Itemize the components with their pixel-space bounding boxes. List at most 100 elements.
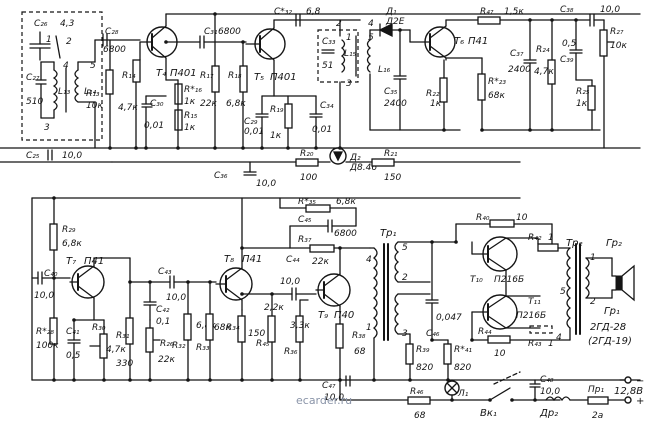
t6-value: П41 [468,36,488,47]
c41-label: C₄₁ [66,327,80,337]
c45-label: C₄₅ [298,215,312,225]
r13-resistor: R₁₃ 10к [86,39,114,149]
r47-value: 1,5к [504,7,524,17]
r27-potentiometer: R₂₇ 10к [599,19,627,149]
c48-capacitor: C₄₈ 10,0 [529,375,560,401]
r34-value: 150 [248,329,265,339]
c28-label: C₂₈ [105,27,119,37]
r42-value: 1 [548,233,554,243]
t4-label: T₄ [156,68,166,79]
if-transformer: C₃₃ 51 L₁₅ L₁₆ 2 4 1 3 5 [317,19,391,89]
r21-resistor: R₂₁ 150 [371,149,401,183]
r31-resistor: R₃₁ 330 [116,257,134,381]
r29-value: 6,8к [62,239,82,249]
r14-value: 4,7к [118,103,138,113]
r18-value: 6,8к [226,99,246,109]
r33-resistor: R₃₃ 68к [196,281,231,381]
r40-value: 10 [516,213,528,223]
r26-value: 22к [158,355,175,365]
tr1-transformer: Тр₁ 4 1 5 2 3 [366,228,408,341]
c29-value: 0,01 [244,127,264,137]
r37-value: 22к [312,257,329,267]
r20-value: 100 [300,173,317,183]
t11-label: T₁₁ [528,297,541,307]
dr2-label: Др₂ [539,408,558,419]
r45-label: R₄₅ [256,339,270,349]
c38-label: C₃₈ [560,5,574,15]
gr1-label: Гр₁ [604,306,620,317]
tp1-node-2: 2 [402,273,408,283]
speaker-model: 2ГД-28 [590,322,626,333]
c38-capacitor: C₃₈ 10,0 [560,5,620,27]
c31-capacitor: C₃₁ 6800 [165,27,247,49]
r40-resistor: R₄₀ 10 [455,213,553,228]
r43-resistor: R₄₃ 1 [528,325,554,349]
c40-label: C₄₀ [44,269,58,279]
c47-label: C₄₇ [322,381,336,391]
r14-label: R₁₄ [122,71,136,81]
r30-potentiometer: R₃₀ 4,7к [89,319,126,381]
c36-capacitor: C₃₆ 10,0 [214,161,276,189]
t9-value: П40 [334,310,354,321]
t7-transistor: T₇ П41 [66,256,105,321]
c36-value: 10,0 [256,179,276,189]
c37-label: C₃₇ [510,49,524,59]
c42-value: 0,1 [156,317,170,327]
r39-resistor: R₃₉ 820 [405,333,433,381]
c36-label: C₃₆ [214,171,228,181]
c37-capacitor: C₃₇ 2400 [508,19,537,131]
r42-resistor: R₄₂ 1 [528,233,559,252]
c29-label: C₂₉ [244,117,258,127]
d2-label: Д₂ [349,153,361,163]
r45-value: 2,2к [264,303,284,313]
t9-transistor: T₉ П40 [315,247,354,321]
c46-value: 0,047 [436,313,462,323]
c25-label: C₂₅ [26,151,40,161]
d1-label: Д₁ [385,7,397,17]
c35-value: 2400 [384,99,407,109]
lamp-icon: Л₁ [444,380,469,399]
c33-label: C₃₃ [322,37,336,47]
c45-value: 6800 [334,229,357,239]
tp1-node-4: 4 [366,255,372,265]
r17-value: 22к [200,99,217,109]
c27-value: 510 [26,97,43,107]
r20-label: R₂₀ [300,149,314,159]
r19-value: 1к [270,131,282,141]
c25-capacitor: C₂₅ 10,0 [26,149,82,161]
c47-value: 10,0 [324,393,344,403]
r43-value: 1 [548,339,554,349]
r25-value: 1к [576,99,588,109]
c44-value: 10,0 [280,277,300,287]
input-circuit-box: C₂₆ 4,3 1 2 4 5 3 C₂₇ 510 L₁₃ L₁₄ [21,11,103,141]
r36-resistor: R₃₆ 3,3к [284,299,310,381]
r28-value: 100к [36,341,59,351]
r23-resistor: R*₂₃ 68к [477,57,506,131]
c26-value: 4,3 [60,19,75,29]
c32-capacitor: C*₃₂ 6,8 [274,7,321,27]
t8-transistor: T₈ П41 [215,197,262,311]
r39-value: 820 [416,363,433,373]
d1-diode: Д₁ Д2Е [369,7,411,38]
r44-value: 10 [494,349,506,359]
r29-label: R₂₉ [62,225,76,235]
node-4-label: 4 [63,61,69,71]
c40-value: 10,0 [34,291,54,301]
r13-label: R₁₃ [86,89,100,99]
r41-value: 820 [454,363,471,373]
t11-transistor: T₁₁ П216Б [471,294,546,330]
c46-label: C₄₆ [426,329,440,339]
t4-transistor: T₄ П401 [139,13,197,81]
t7-value: П41 [84,256,104,267]
t8-value: П41 [242,254,262,265]
r26-potentiometer: R₂₆ 22к [145,319,175,381]
r29-resistor: R₂₉ 6,8к [49,197,82,279]
r34-label: R₃₄ [226,323,240,333]
r46-label: R₄₆ [410,387,424,397]
supply-voltage: 12,8В [614,386,643,397]
r38-value: 68 [354,347,366,357]
c38-value: 10,0 [600,5,620,15]
r36-value: 3,3к [290,321,310,331]
r46-resistor: R₄₆ 68 [407,387,431,421]
c25-value: 10,0 [62,151,82,161]
